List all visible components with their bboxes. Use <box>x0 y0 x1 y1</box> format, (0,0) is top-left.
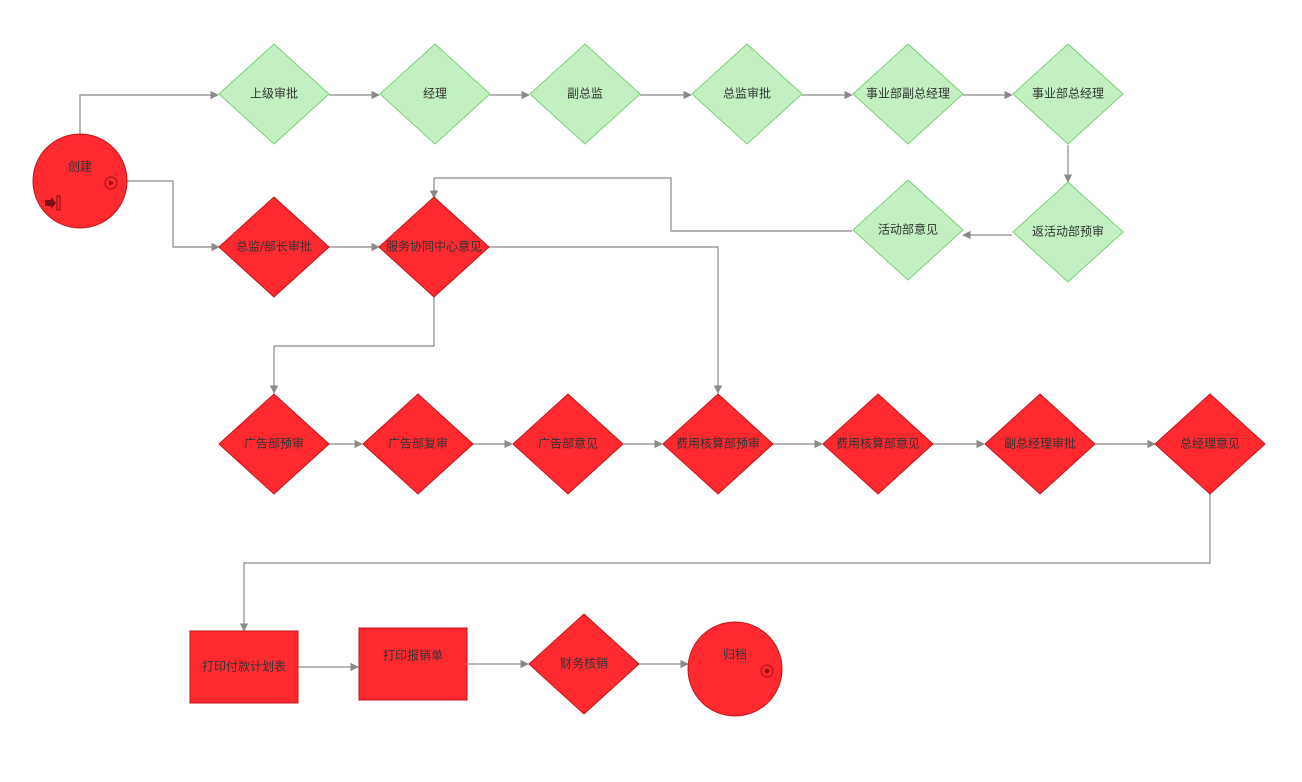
node-diamond-shape <box>529 43 641 145</box>
node-rect-shape <box>189 630 299 704</box>
node-label: 经理 <box>423 87 447 101</box>
node-rect-shape <box>358 627 468 701</box>
node-a6[interactable]: 副总经理审批 <box>984 393 1096 495</box>
node-n3[interactable]: 副总监 <box>529 43 641 145</box>
node-label: 总监审批 <box>723 86 771 101</box>
node-end[interactable]: 归档 <box>687 621 783 717</box>
node-diamond-shape <box>822 393 934 495</box>
node-n1[interactable]: 上级审批 <box>218 43 330 145</box>
node-r1[interactable]: 总监/部长审批 <box>218 196 330 298</box>
edge-n8-r2 <box>429 177 852 232</box>
node-label: 上级审批 <box>250 86 298 101</box>
node-label: 事业部总经理 <box>1032 86 1104 101</box>
node-diamond-shape <box>852 179 964 281</box>
node-diamond-shape <box>852 43 964 145</box>
play-icon <box>104 176 118 190</box>
node-label: 财务核销 <box>560 656 608 671</box>
node-diamond-shape <box>1012 43 1124 145</box>
node-label: 服务协同中心意见 <box>386 239 482 254</box>
node-n8[interactable]: 活动部意见 <box>852 179 964 281</box>
node-label: 广告部意见 <box>538 436 598 451</box>
node-diamond-shape <box>378 196 490 298</box>
edge-a7-p1 <box>239 494 1211 632</box>
node-diamond-shape <box>1012 181 1124 283</box>
node-start[interactable]: 创建 <box>32 133 128 229</box>
node-label: 总经理意见 <box>1180 436 1240 451</box>
node-circle-shape <box>687 621 783 717</box>
node-diamond-shape <box>362 393 474 495</box>
node-a2[interactable]: 广告部复审 <box>362 393 474 495</box>
node-label: 广告部复审 <box>388 436 448 451</box>
node-label: 副总监 <box>567 87 603 101</box>
node-label: 事业部副总经理 <box>866 86 950 101</box>
edge-start-r1 <box>126 180 220 252</box>
node-p3[interactable]: 财务核销 <box>528 613 640 715</box>
node-diamond-shape <box>379 43 491 145</box>
node-label: 返活动部预审 <box>1032 224 1104 239</box>
edge-start-n1 <box>79 90 219 134</box>
node-label: 广告部预审 <box>244 436 304 451</box>
node-n7[interactable]: 返活动部预审 <box>1012 181 1124 283</box>
node-a1[interactable]: 广告部预审 <box>218 393 330 495</box>
node-label: 打印报销单 <box>383 648 443 663</box>
node-diamond-shape <box>218 393 330 495</box>
node-n6[interactable]: 事业部总经理 <box>1012 43 1124 145</box>
node-diamond-shape <box>1154 393 1266 495</box>
node-p2[interactable]: 打印报销单 <box>358 627 468 701</box>
node-n4[interactable]: 总监审批 <box>691 43 803 145</box>
node-label: 费用核算部意见 <box>836 436 920 451</box>
edge-r2-a4 <box>489 246 723 394</box>
node-n2[interactable]: 经理 <box>379 43 491 145</box>
node-diamond-shape <box>512 393 624 495</box>
node-label: 费用核算部预审 <box>676 436 760 451</box>
node-a3[interactable]: 广告部意见 <box>512 393 624 495</box>
node-diamond-shape <box>691 43 803 145</box>
node-p1[interactable]: 打印付款计划表 <box>189 630 299 704</box>
node-diamond-shape <box>984 393 1096 495</box>
node-label: 归档 <box>723 648 747 662</box>
edges-layer <box>79 90 1211 672</box>
node-diamond-shape <box>218 196 330 298</box>
node-label: 活动部意见 <box>878 222 938 237</box>
node-a5[interactable]: 费用核算部意见 <box>822 393 934 495</box>
node-label: 创建 <box>68 160 92 174</box>
node-a7[interactable]: 总经理意见 <box>1154 393 1266 495</box>
node-label: 总监/部长审批 <box>236 239 312 254</box>
node-diamond-shape <box>218 43 330 145</box>
node-circle-shape <box>32 133 128 229</box>
node-r2[interactable]: 服务协同中心意见 <box>378 196 490 298</box>
node-diamond-shape <box>528 613 640 715</box>
node-label: 打印付款计划表 <box>202 660 286 674</box>
node-n5[interactable]: 事业部副总经理 <box>852 43 964 145</box>
start-arrow-icon <box>45 195 61 211</box>
node-label: 副总经理审批 <box>1004 436 1076 451</box>
node-a4[interactable]: 费用核算部预审 <box>662 393 774 495</box>
edge-r2-a1 <box>269 296 435 394</box>
node-diamond-shape <box>662 393 774 495</box>
stop-icon <box>760 664 774 678</box>
